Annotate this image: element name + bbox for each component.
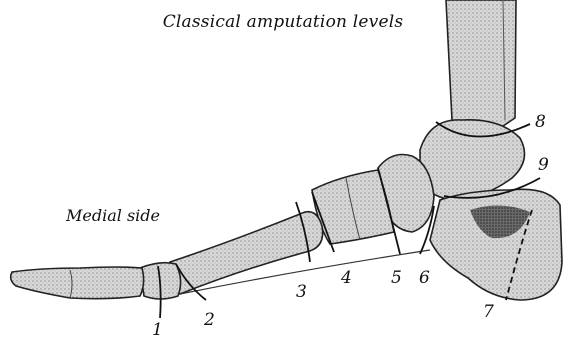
level-label-9: 9 xyxy=(538,157,549,174)
toe-phalanges xyxy=(11,267,144,299)
level-label-7: 7 xyxy=(483,304,494,321)
level-label-5: 5 xyxy=(391,270,402,287)
level-label-6: 6 xyxy=(419,270,430,287)
level-label-1: 1 xyxy=(152,322,163,339)
medial-side-label: Medial side xyxy=(66,206,160,225)
level-label-8: 8 xyxy=(535,114,546,131)
level-label-4: 4 xyxy=(341,270,352,287)
figure-title: Classical amputation levels xyxy=(0,12,566,32)
level-label-2: 2 xyxy=(204,312,215,329)
level-label-3: 3 xyxy=(296,284,307,301)
